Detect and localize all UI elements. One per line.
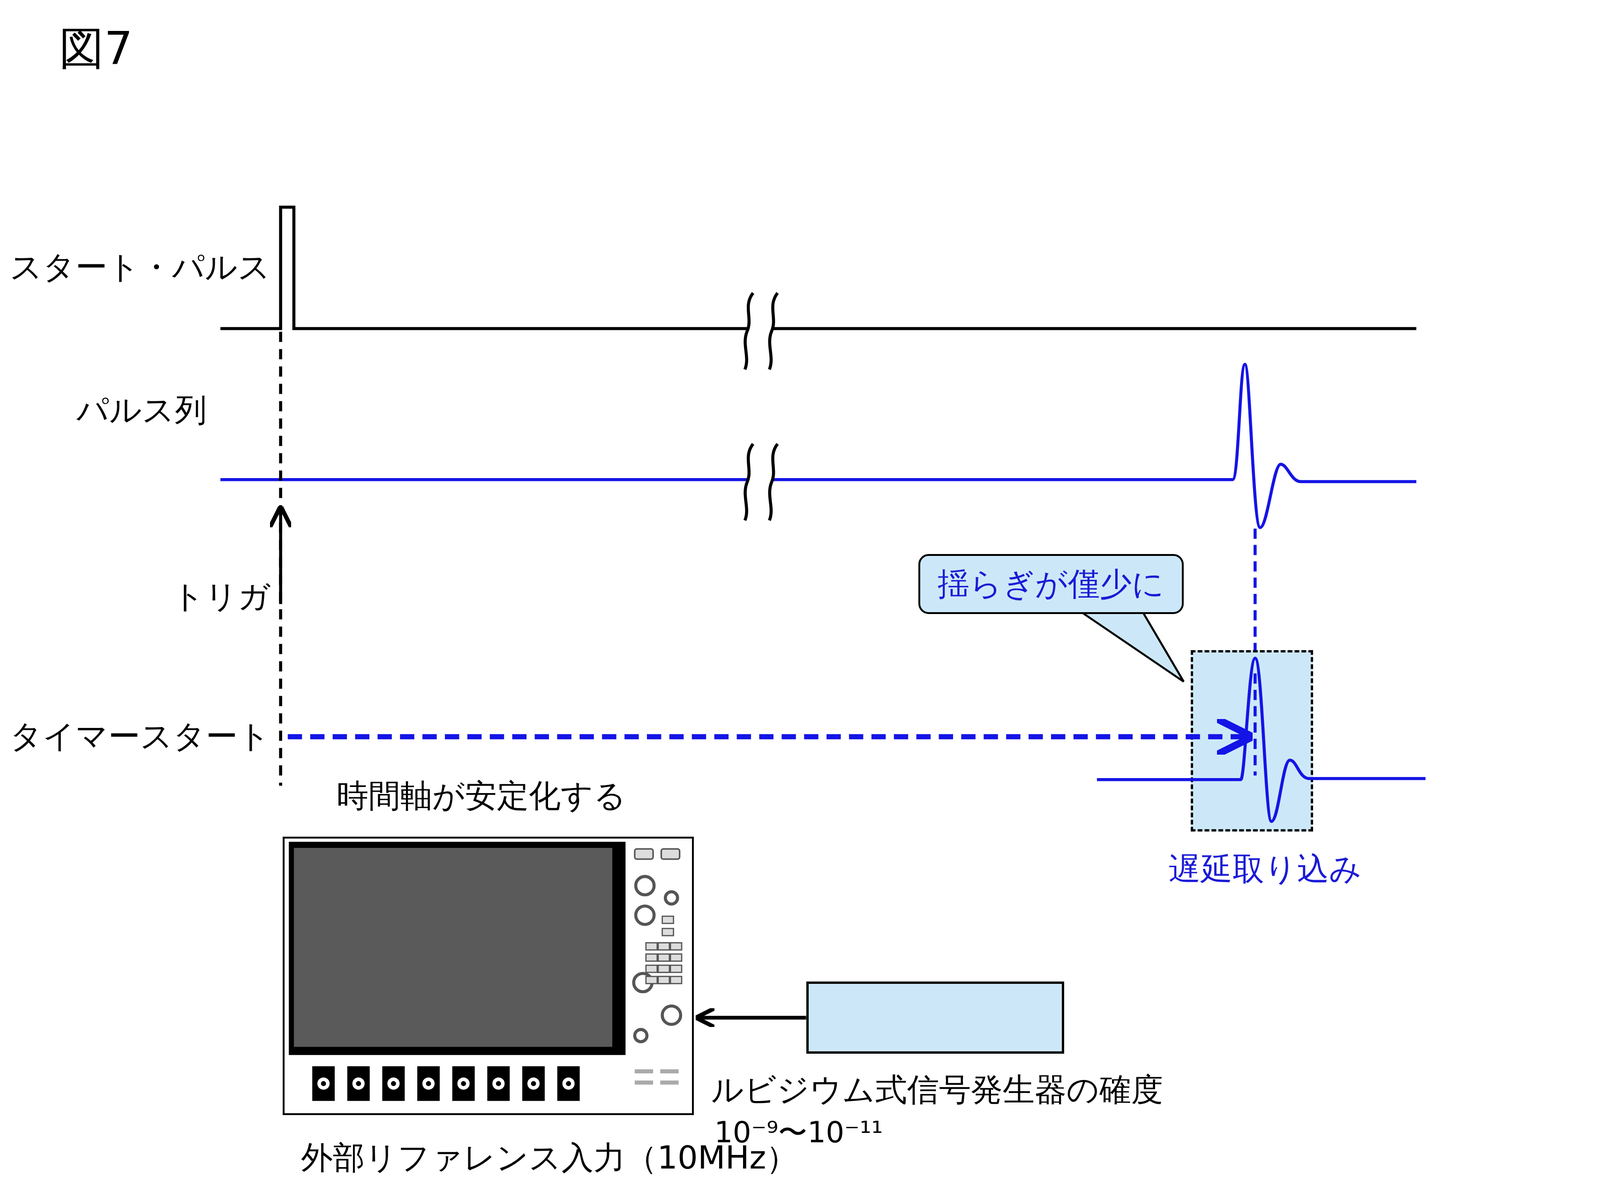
accuracy-label: ルビジウム式信号発生器の確度 (711, 1071, 1164, 1109)
reference-signal-arrow (697, 1015, 806, 1020)
delayed-capture-box: 遅延取り込み (1190, 650, 1314, 832)
accuracy-value: 10⁻⁹〜10⁻¹¹ (714, 1115, 884, 1150)
trigger-arrow (278, 508, 283, 605)
signal-label: タイマースタート (9, 718, 271, 755)
trigger-dashed-line (278, 331, 283, 787)
callout-tail (1081, 612, 1184, 682)
figure-title: 図7 (59, 22, 133, 75)
callout-text: 揺らぎが僅少に (937, 565, 1165, 603)
box-caption: 遅延取り込み (1168, 850, 1362, 888)
start-pulse-trace (220, 207, 1417, 329)
pulse-train-trace (220, 364, 1417, 528)
signal-label: トリガ (172, 578, 271, 616)
alignment-dashed-line (1253, 528, 1257, 654)
callout-bubble: 揺らぎが僅少に (918, 554, 1184, 615)
signal-label: パルス列 (76, 391, 207, 429)
oscilloscope: 外部リファレンス入力（10MHz） (282, 836, 694, 1116)
break-mark (744, 292, 778, 521)
signal-label: スタート・パルス (9, 248, 271, 286)
rubidium-generator: ルビジウム式信号発生器の確度10⁻⁹〜10⁻¹¹ (806, 981, 1065, 1055)
signal-label: 時間軸が安定化する (336, 777, 627, 815)
oscilloscope-drawing (282, 836, 694, 1116)
